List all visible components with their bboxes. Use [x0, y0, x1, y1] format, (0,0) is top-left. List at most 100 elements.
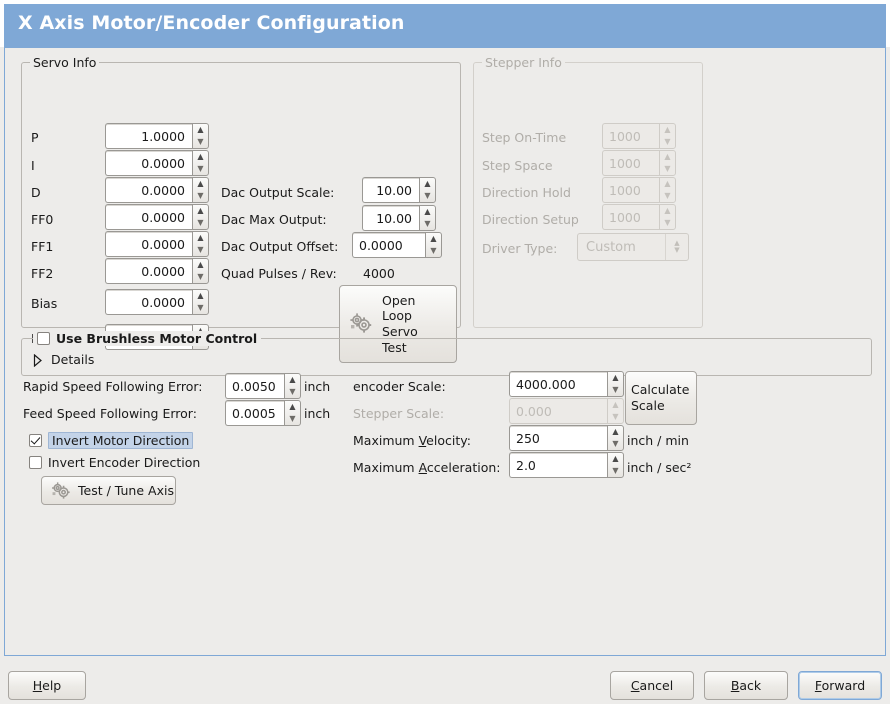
spin-buttons[interactable]: ▲▼	[192, 231, 209, 257]
servo-param-value-ff1[interactable]: 0.0000	[105, 231, 192, 257]
spin-buttons[interactable]: ▲▼	[419, 177, 436, 203]
spin-up-icon[interactable]: ▲	[424, 179, 431, 188]
stepper-scale-value[interactable]: 0.000	[509, 398, 607, 424]
spin-buttons[interactable]: ▲▼	[192, 289, 209, 315]
spin-up-icon[interactable]: ▲	[197, 179, 204, 188]
spin-up-icon[interactable]: ▲	[197, 152, 204, 161]
dac-output-scale-value[interactable]: 10.00	[362, 177, 419, 203]
spin-up-icon[interactable]: ▲	[430, 234, 437, 243]
maximum-acceleration-value[interactable]: 2.0	[509, 452, 607, 478]
spin-up-icon[interactable]: ▲	[664, 206, 671, 215]
spin-buttons[interactable]: ▲▼	[607, 452, 624, 478]
encoder-scale-value[interactable]: 4000.000	[509, 371, 607, 397]
spin-buttons[interactable]: ▲▼	[192, 123, 209, 149]
spin-up-icon[interactable]: ▲	[664, 152, 671, 161]
servo-param-value-bias[interactable]: 0.0000	[105, 289, 192, 315]
spin-buttons[interactable]: ▲▼	[607, 398, 624, 424]
spin-down-icon[interactable]: ▼	[197, 191, 204, 200]
spin-buttons[interactable]: ▲▼	[425, 232, 442, 258]
spin-down-icon[interactable]: ▼	[424, 219, 431, 228]
spin-up-icon[interactable]: ▲	[197, 206, 204, 215]
spin-buttons[interactable]: ▲▼	[192, 150, 209, 176]
maximum-velocity-value[interactable]: 250	[509, 425, 607, 451]
spin-up-icon[interactable]: ▲	[424, 207, 431, 216]
spin-buttons[interactable]: ▲▼	[659, 204, 676, 230]
spin-up-icon[interactable]: ▲	[664, 179, 671, 188]
spin-down-icon[interactable]: ▼	[289, 414, 296, 423]
spin-buttons[interactable]: ▲▼	[659, 177, 676, 203]
back-button[interactable]: Back	[704, 671, 788, 700]
use-brushless-motor-control-checkbox[interactable]: Use Brushless Motor Control	[33, 331, 262, 346]
spin-down-icon[interactable]: ▼	[664, 218, 671, 227]
servo-param-value-ff2[interactable]: 0.0000	[105, 258, 192, 284]
checkbox-box[interactable]	[29, 456, 42, 469]
cancel-button[interactable]: Cancel	[610, 671, 694, 700]
servo-param-spin-bias[interactable]: 0.0000 ▲▼	[105, 289, 209, 315]
dac-output-offset-value[interactable]: 0.0000	[352, 232, 425, 258]
servo-param-value-d[interactable]: 0.0000	[105, 177, 192, 203]
step-on-time-value[interactable]: 1000	[602, 123, 659, 149]
spin-buttons[interactable]: ▲▼	[607, 425, 624, 451]
servo-param-spin-ff0[interactable]: 0.0000 ▲ ▼	[105, 204, 209, 230]
invert-encoder-direction-checkbox[interactable]: Invert Encoder Direction	[29, 455, 200, 470]
spin-up-icon[interactable]: ▲	[193, 325, 208, 337]
chevron-right-icon[interactable]	[33, 353, 43, 367]
spin-up-icon[interactable]: ▲	[197, 291, 204, 300]
spin-down-icon[interactable]: ▼	[612, 385, 619, 394]
servo-param-spin-d[interactable]: 0.0000 ▲▼	[105, 177, 209, 203]
feed-following-error-spin[interactable]: 0.0005 ▲▼	[225, 400, 301, 426]
spin-buttons[interactable]: ▲▼	[659, 150, 676, 176]
spin-up-icon[interactable]: ▲	[197, 260, 204, 269]
servo-param-spin-p[interactable]: 1.0000 ▲▼	[105, 123, 209, 149]
spin-buttons[interactable]: ▲▼	[192, 177, 209, 203]
direction-hold-value[interactable]: 1000	[602, 177, 659, 203]
help-button[interactable]: Help	[8, 671, 86, 700]
servo-param-spin-ff2[interactable]: 0.0000 ▲▼	[105, 258, 209, 284]
checkbox-box[interactable]	[29, 434, 42, 447]
servo-param-spin-ff1[interactable]: 0.0000 ▲▼	[105, 231, 209, 257]
spin-up-icon[interactable]: ▲	[612, 454, 619, 463]
forward-button[interactable]: Forward	[798, 671, 882, 700]
spin-buttons[interactable]: ▲▼	[284, 400, 301, 426]
driver-type-combo[interactable]: Custom ▲▼	[577, 233, 689, 261]
test-tune-axis-button[interactable]: Test / Tune Axis	[41, 476, 176, 505]
servo-param-value-i[interactable]: 0.0000	[105, 150, 192, 176]
spin-buttons[interactable]: ▲▼	[659, 123, 676, 149]
spin-down-icon[interactable]: ▼	[197, 218, 204, 227]
spin-buttons[interactable]: ▲▼	[284, 373, 301, 399]
feed-following-error-value[interactable]: 0.0005	[225, 400, 284, 426]
spin-up-icon[interactable]: ▲	[664, 125, 671, 134]
spin-up-icon[interactable]: ▲	[612, 400, 619, 409]
maximum-acceleration-spin[interactable]: 2.0 ▲▼	[509, 452, 624, 478]
maximum-velocity-spin[interactable]: 250 ▲▼	[509, 425, 624, 451]
spin-down-icon[interactable]: ▼	[197, 303, 204, 312]
step-space-value[interactable]: 1000	[602, 150, 659, 176]
spin-up-icon[interactable]: ▲	[612, 427, 619, 436]
spin-down-icon[interactable]: ▼	[664, 137, 671, 146]
step-space-spin[interactable]: 1000 ▲▼	[602, 150, 676, 176]
stepper-scale-spin[interactable]: 0.000 ▲▼	[509, 398, 624, 424]
spin-down-icon[interactable]: ▼	[612, 412, 619, 421]
spin-down-icon[interactable]: ▼	[664, 164, 671, 173]
invert-motor-direction-checkbox[interactable]: Invert Motor Direction	[29, 432, 194, 449]
rapid-following-error-spin[interactable]: 0.0050 ▲▼	[225, 373, 301, 399]
direction-setup-spin[interactable]: 1000 ▲▼	[602, 204, 676, 230]
spin-down-icon[interactable]: ▼	[430, 246, 437, 255]
spin-down-icon[interactable]: ▼	[289, 387, 296, 396]
dac-max-output-value[interactable]: 10.00	[362, 205, 419, 231]
spin-buttons[interactable]: ▲▼	[419, 205, 436, 231]
step-on-time-spin[interactable]: 1000 ▲▼	[602, 123, 676, 149]
servo-param-value-ff0[interactable]: 0.0000	[105, 204, 192, 230]
dac-output-offset-spin[interactable]: 0.0000 ▲▼	[352, 232, 442, 258]
spin-down-icon[interactable]: ▼	[197, 137, 204, 146]
spin-down-icon[interactable]: ▼	[197, 245, 204, 254]
spin-up-icon[interactable]: ▲	[612, 373, 619, 382]
details-expander[interactable]: Details	[33, 352, 94, 367]
spin-buttons[interactable]: ▲▼	[607, 371, 624, 397]
spin-up-icon[interactable]: ▲	[197, 125, 204, 134]
spin-down-icon[interactable]: ▼	[612, 466, 619, 475]
rapid-following-error-value[interactable]: 0.0050	[225, 373, 284, 399]
dac-max-output-spin[interactable]: 10.00 ▲▼	[362, 205, 436, 231]
spin-up-icon[interactable]: ▲	[289, 402, 296, 411]
spin-up-icon[interactable]: ▲	[289, 375, 296, 384]
